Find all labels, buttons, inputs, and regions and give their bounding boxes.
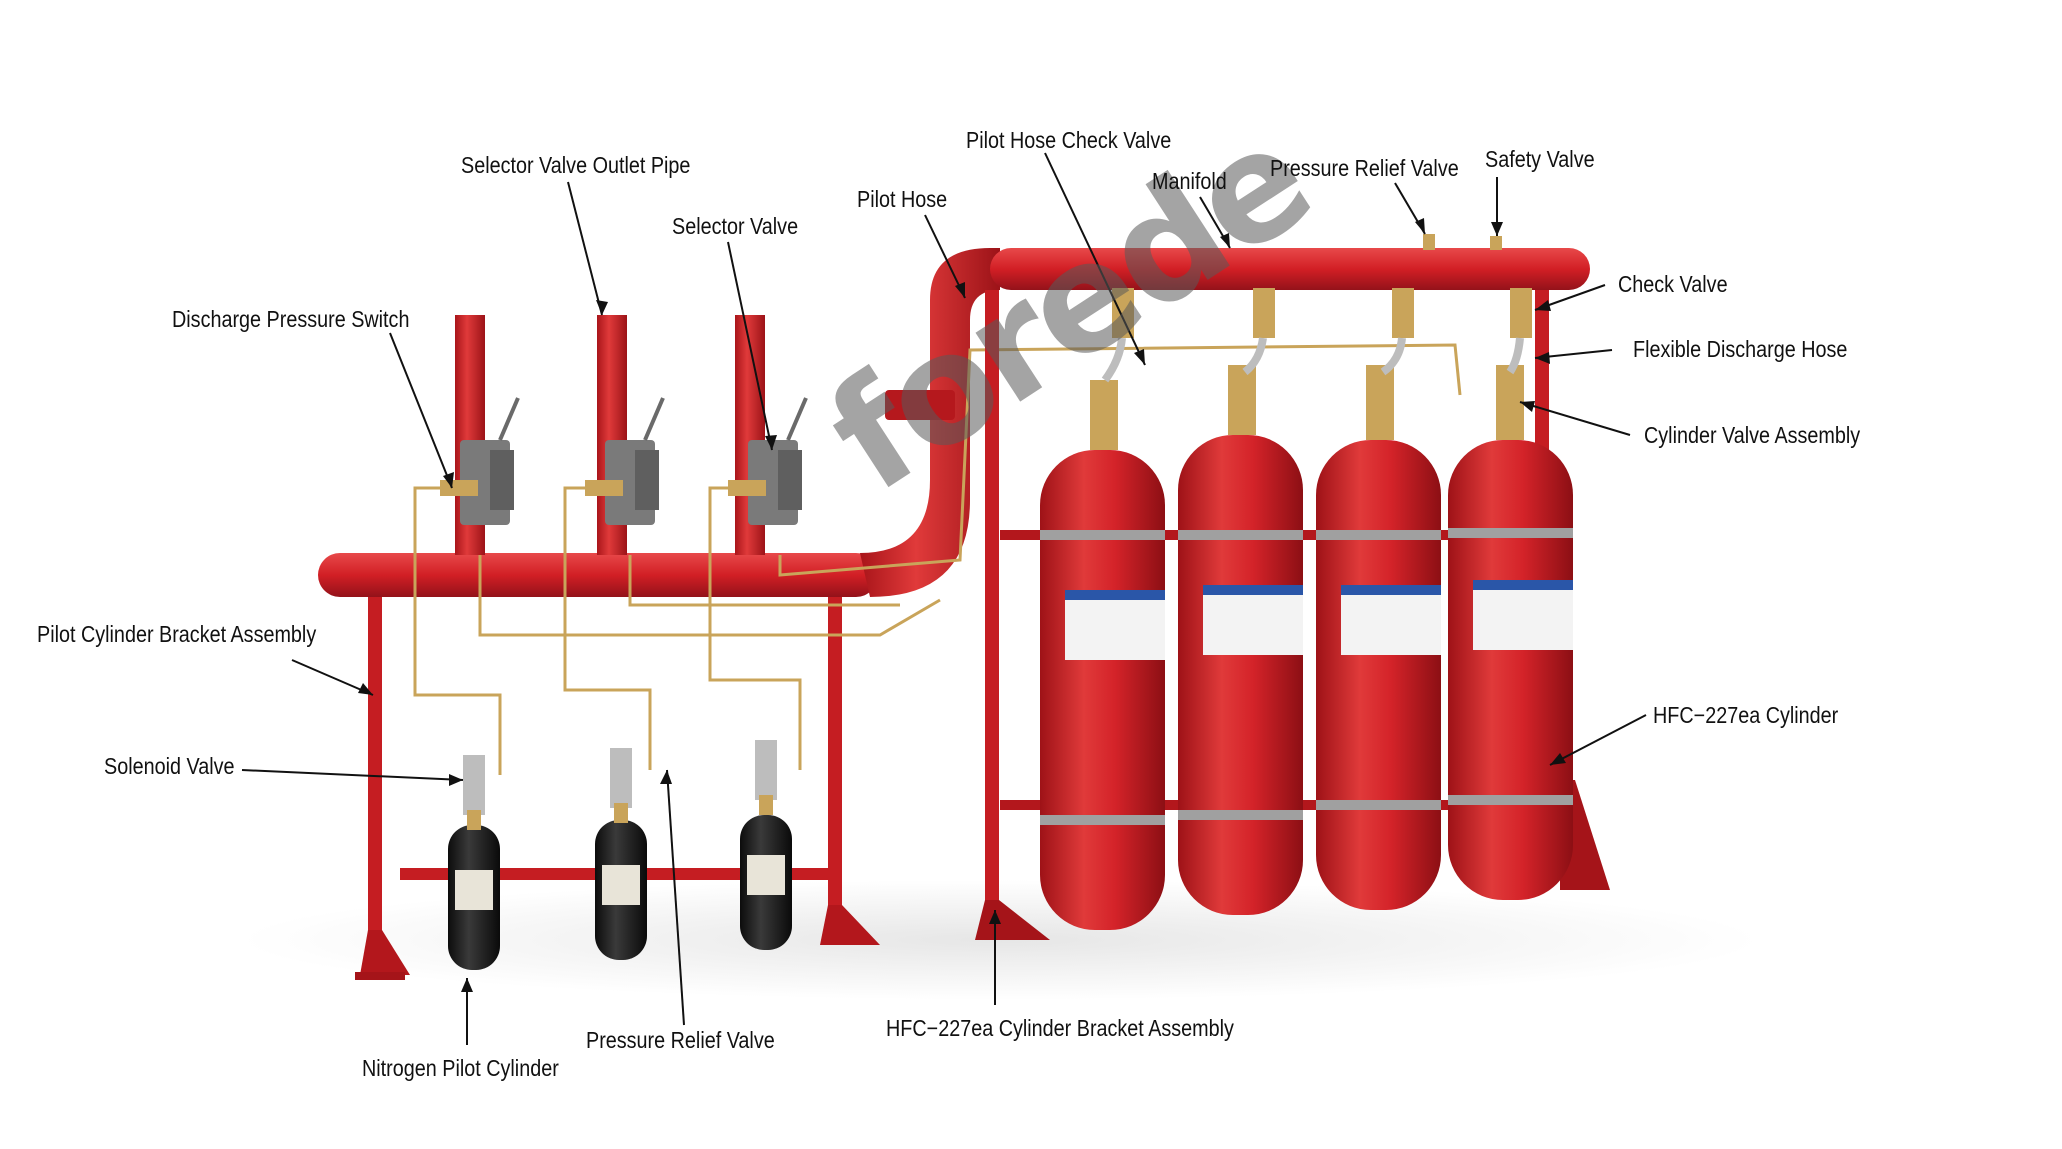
hfc-cylinder-1 [1040,380,1165,930]
selector-valve-2 [585,397,665,525]
leader-arrowheads [358,218,1566,992]
label-hfc-cylinder: HFC−227ea Cylinder [1653,702,1839,728]
hfc-cylinder-3 [1316,365,1441,910]
selector-valve-3 [728,397,808,525]
label-safety-valve: Safety Valve [1485,146,1595,172]
hfc-cylinder-2 [1178,365,1303,915]
label-selector-valve-outlet-pipe: Selector Valve Outlet Pipe [461,152,691,178]
label-flexible-discharge-hose: Flexible Discharge Hose [1633,336,1848,362]
label-solenoid-valve: Solenoid Valve [104,753,235,779]
manifold-pipe [990,248,1590,290]
nitrogen-cylinder-1 [448,755,500,970]
label-pressure-relief-valve-bottom: Pressure Relief Valve [586,1027,775,1053]
selector-manifold-pipe [318,553,878,597]
label-pilot-cylinder-bracket-assembly: Pilot Cylinder Bracket Assembly [37,621,317,647]
label-nitrogen-pilot-cylinder: Nitrogen Pilot Cylinder [362,1055,559,1081]
label-manifold: Manifold [1152,168,1227,194]
pilot-hose-elbow-pipe [860,248,1000,597]
label-pilot-hose: Pilot Hose [857,186,948,212]
nitrogen-cylinder-2 [595,748,647,960]
label-pilot-hose-check-valve: Pilot Hose Check Valve [966,127,1172,153]
label-hfc-cylinder-bracket-assembly: HFC−227ea Cylinder Bracket Assembly [886,1015,1234,1041]
pilot-tubing-left [413,343,1462,775]
pressure-relief-valve-manifold [1423,234,1435,250]
safety-valve [1490,236,1502,250]
label-cylinder-valve-assembly: Cylinder Valve Assembly [1644,422,1861,448]
label-check-valve: Check Valve [1618,271,1728,297]
nitrogen-cylinder-3 [740,740,792,950]
flexible-discharge-hoses [1101,337,1524,383]
label-pressure-relief-valve-top: Pressure Relief Valve [1270,155,1459,181]
label-discharge-pressure-switch: Discharge Pressure Switch [172,306,410,332]
label-selector-valve: Selector Valve [672,213,799,239]
selector-valve-1 [440,397,520,525]
hfc-cylinder-4 [1448,365,1573,900]
manifold-drops [1112,288,1532,338]
